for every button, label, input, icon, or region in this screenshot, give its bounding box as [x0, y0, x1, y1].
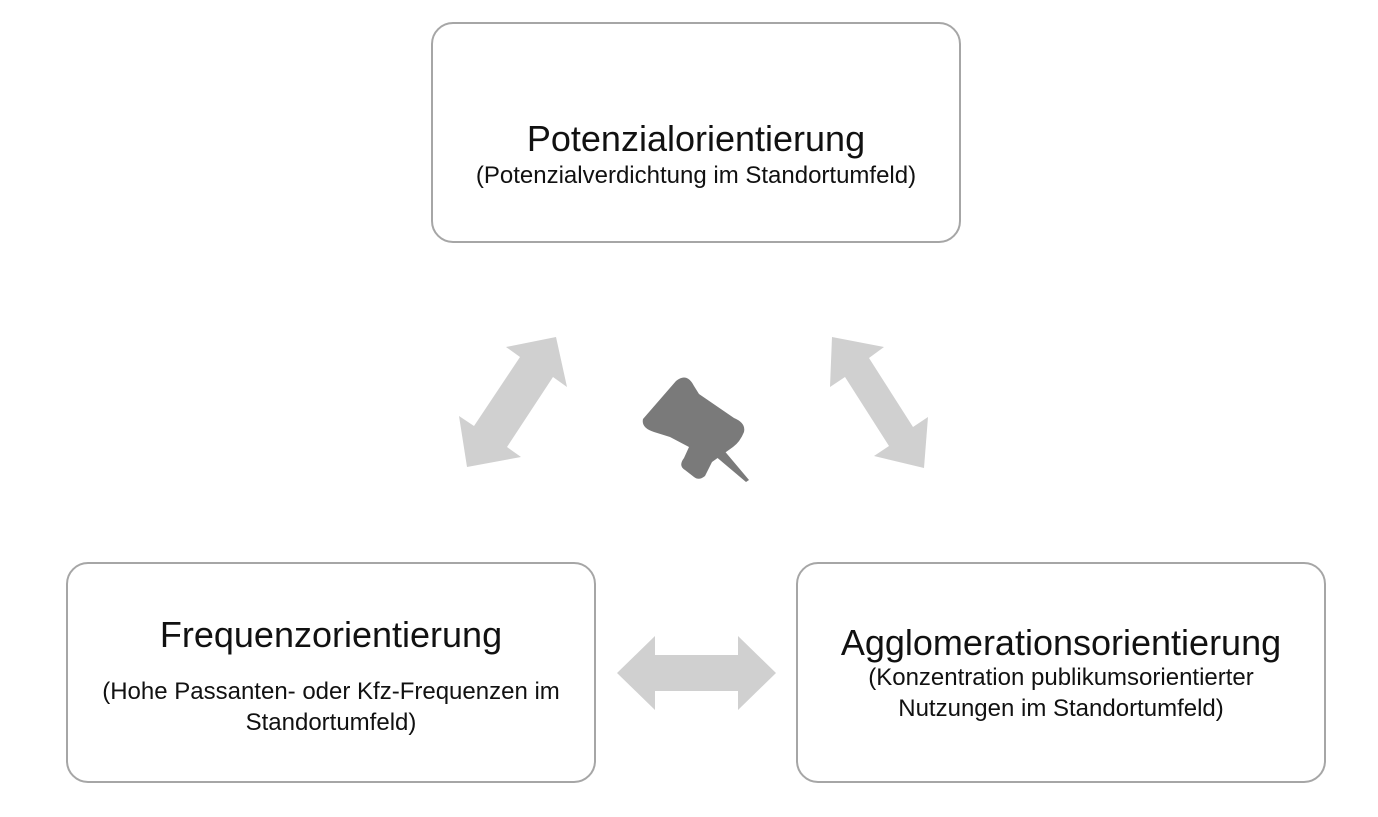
double-arrow-horizontal [617, 636, 776, 710]
pushpin-icon [642, 377, 749, 482]
double-arrow-top-left [459, 337, 567, 467]
box-agglomerationsorientierung: Agglomerationsorientierung (Konzentratio… [796, 562, 1326, 783]
double-arrow-top-right [830, 337, 928, 468]
box-frequenzorientierung: Frequenzorientierung (Hohe Passanten- od… [66, 562, 596, 783]
box-title: Frequenzorientierung [159, 614, 503, 655]
box-subtitle: (Konzentration publikumsorientierter Nut… [868, 664, 1254, 722]
box-title: Potenzialorientierung [526, 118, 866, 159]
box-potenzialorientierung: Potenzialorientierung (Potenzialverdicht… [431, 22, 961, 243]
box-title: Agglomerationsorientierung [840, 622, 1282, 663]
box-subtitle: (Hohe Passanten- oder Kfz-Frequenzen im … [102, 678, 560, 736]
box-subtitle: (Potenzialverdichtung im Standortumfeld) [475, 162, 917, 189]
